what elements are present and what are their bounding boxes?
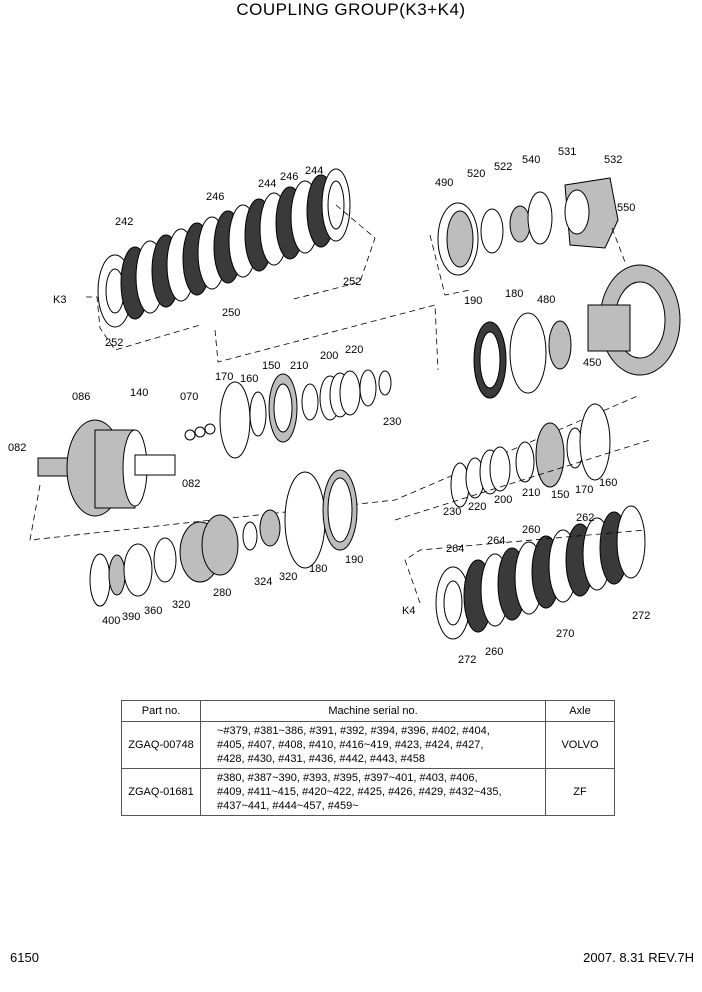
serial-line: #437~441, #444~457, #459~ [217, 800, 359, 812]
table-row: ZGAQ-01681 #380, #387~390, #393, #395, #… [121, 768, 615, 816]
callout-label: 220 [345, 344, 363, 356]
callout-label: 220 [468, 501, 486, 513]
clutch-shaft [29, 369, 641, 541]
callout-label: 480 [537, 294, 555, 306]
callout-label: 180 [505, 288, 523, 300]
callout-label: 262 [576, 512, 594, 524]
serial-line: #409, #411~415, #420~422, #425, #426, #4… [217, 786, 502, 798]
callout-label: 140 [130, 387, 148, 399]
callout-label: 170 [215, 371, 233, 383]
parts-serial-table: Part no. Machine serial no. Axle ZGAQ-00… [121, 700, 615, 816]
callout-label: 522 [494, 161, 512, 173]
serial-line: ~#379, #381~386, #391, #392, #394, #396,… [217, 725, 490, 737]
callout-label: 252 [343, 276, 361, 288]
serial-line: #380, #387~390, #393, #395, #397~401, #4… [217, 772, 478, 784]
callout-label: 210 [290, 360, 308, 372]
callout-label: 450 [583, 357, 601, 369]
callout-label: 190 [464, 295, 482, 307]
callout-label: 244 [305, 165, 323, 177]
page-title: COUPLING GROUP(K3+K4) [236, 0, 466, 19]
k4-plate-pack [404, 505, 646, 640]
callout-label: 244 [258, 178, 276, 190]
k3-group-label: K3 [53, 294, 66, 306]
callout-label: 242 [115, 216, 133, 228]
callout-label: 264 [446, 543, 464, 555]
callout-label: 150 [262, 360, 280, 372]
callout-label: 520 [467, 168, 485, 180]
k4-group-label: K4 [402, 605, 415, 617]
table-header-row: Part no. Machine serial no. Axle [121, 700, 615, 722]
callout-label: 086 [72, 391, 90, 403]
callout-label: 082 [8, 442, 26, 454]
callout-label: 260 [522, 524, 540, 536]
serial-line: #405, #407, #408, #410, #416~419, #423, … [217, 739, 484, 751]
callout-label: 532 [604, 154, 622, 166]
callout-label: 070 [180, 391, 198, 403]
callout-label: 280 [213, 587, 231, 599]
callout-label: 490 [435, 177, 453, 189]
page-number: 6150 [10, 950, 39, 965]
callout-label: 324 [254, 576, 272, 588]
axle-cell: ZF [545, 768, 615, 816]
callout-label: 270 [556, 628, 574, 640]
callout-label: 170 [575, 484, 593, 496]
upper-right-assembly [429, 177, 626, 296]
callout-label: 272 [632, 610, 650, 622]
callout-label: 540 [522, 154, 540, 166]
callout-label: 250 [222, 307, 240, 319]
serial-numbers-cell: ~#379, #381~386, #391, #392, #394, #396,… [200, 721, 546, 769]
part-number-cell: ZGAQ-00748 [121, 721, 201, 769]
callout-label: 200 [320, 350, 338, 362]
serial-line: #428, #430, #431, #436, #442, #443, #458 [217, 753, 425, 765]
bearing-gear-group [89, 469, 358, 607]
k4-piston-group [394, 403, 651, 521]
part-no-header: Part no. [121, 700, 201, 722]
callout-label: 272 [458, 654, 476, 666]
axle-header: Axle [545, 700, 615, 722]
callout-label: 400 [102, 615, 120, 627]
serial-numbers-cell: #380, #387~390, #393, #395, #397~401, #4… [200, 768, 546, 816]
callout-label: 246 [206, 191, 224, 203]
callout-label: 200 [494, 494, 512, 506]
callout-label: 531 [558, 146, 576, 158]
callout-label: 210 [522, 487, 540, 499]
callout-label: 246 [280, 171, 298, 183]
callout-label: 550 [617, 202, 635, 214]
serial-no-header: Machine serial no. [200, 700, 546, 722]
revision-date: 2007. 8.31 REV.7H [583, 950, 694, 965]
callout-label: 264 [487, 535, 505, 547]
callout-label: 320 [279, 571, 297, 583]
callout-label: 230 [443, 506, 461, 518]
callout-label: 360 [144, 605, 162, 617]
part-number-cell: ZGAQ-01681 [121, 768, 201, 816]
k3-plate-pack [86, 168, 376, 351]
callout-label: 082 [182, 478, 200, 490]
callout-label: 390 [122, 611, 140, 623]
exploded-parts-diagram: K3 K4 531 532 490 520 522 540 550 242 24… [8, 146, 681, 666]
axle-cell: VOLVO [545, 721, 615, 769]
callout-label: 160 [599, 477, 617, 489]
callout-label: 180 [309, 563, 327, 575]
callout-label: 150 [551, 489, 569, 501]
callout-label: 252 [105, 337, 123, 349]
callout-label: 160 [240, 373, 258, 385]
table-row: ZGAQ-00748 ~#379, #381~386, #391, #392, … [121, 721, 615, 769]
callout-label: 190 [345, 554, 363, 566]
callout-label: 260 [485, 646, 503, 658]
output-gear-assembly [214, 264, 681, 399]
callout-labels: 531 532 490 520 522 540 550 242 246 244 … [8, 146, 650, 666]
callout-label: 230 [383, 416, 401, 428]
callout-label: 320 [172, 599, 190, 611]
